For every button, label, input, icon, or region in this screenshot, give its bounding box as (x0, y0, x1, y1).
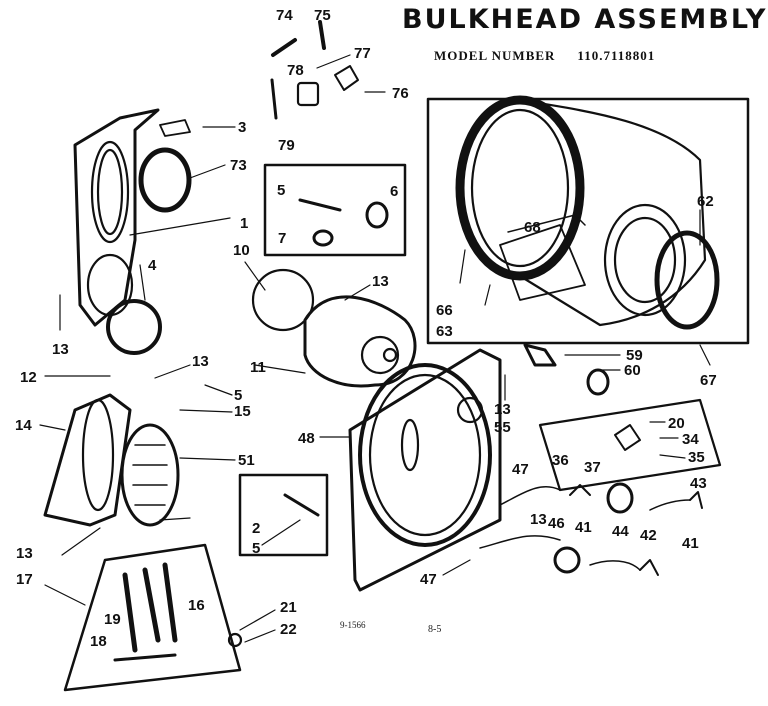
callout-label: 13 (192, 353, 209, 370)
callout-label: 59 (626, 347, 643, 364)
callout-numbers: 74 75 77 78 76 79 3 73 1 5 6 7 10 13 4 1… (15, 7, 717, 650)
callout-label: 6 (390, 183, 398, 200)
callout-label: 17 (16, 571, 33, 588)
callout-label: 36 (552, 452, 569, 469)
model-number-line: MODEL NUMBER 110.7118801 (434, 48, 677, 64)
callout-label: 78 (287, 62, 304, 79)
callout-label: 51 (238, 452, 255, 469)
callout-label: 43 (690, 475, 707, 492)
callout-label: 1 (240, 215, 248, 232)
callout-label: 60 (624, 362, 641, 379)
drawing-code: 9-1566 (340, 620, 366, 630)
rear-bulkhead (348, 348, 502, 592)
callout-label: 47 (420, 571, 437, 588)
callout-label: 68 (524, 219, 541, 236)
drum (455, 95, 707, 327)
small-parts-right (479, 343, 703, 576)
callout-label: 66 (436, 302, 453, 319)
callout-label: 2 (252, 520, 260, 537)
callout-label: 47 (512, 461, 529, 478)
callout-label: 41 (575, 519, 592, 536)
callout-label: 22 (280, 621, 297, 638)
callout-label: 13 (494, 401, 511, 418)
inset-parts-upper (298, 198, 389, 247)
blower-housing (251, 268, 417, 388)
callout-label: 46 (548, 515, 565, 532)
callout-label: 4 (148, 257, 157, 274)
drum-frame (426, 97, 750, 345)
thermostat-part (614, 424, 641, 451)
callout-label: 19 (104, 611, 121, 628)
callout-label: 15 (234, 403, 251, 420)
leader-lines (39, 54, 711, 643)
inset-box-lower (238, 473, 329, 557)
callout-label: 63 (436, 323, 453, 340)
callout-label: 34 (682, 431, 699, 448)
callout-label: 37 (584, 459, 601, 476)
inset-parts-lower (283, 493, 320, 517)
drum-seal-ring (654, 230, 720, 330)
callout-label: 13 (372, 273, 389, 290)
gasket-73 (138, 147, 192, 213)
callout-label: 18 (90, 633, 107, 650)
callout-label: 14 (15, 417, 32, 434)
callout-label: 42 (640, 527, 657, 544)
callout-label: 41 (682, 535, 699, 552)
callout-label: 67 (700, 372, 717, 389)
callout-label: 44 (612, 523, 629, 540)
callout-label: 10 (233, 242, 250, 259)
callout-label: 76 (392, 85, 409, 102)
callout-label: 13 (530, 511, 547, 528)
callout-label: 5 (277, 182, 285, 199)
callout-label: 5 (252, 540, 260, 557)
page-title: BULKHEAD ASSEMBLY (402, 4, 768, 35)
model-number-value: 110.7118801 (577, 48, 656, 63)
callout-label: 73 (230, 157, 247, 174)
thermostat-box (538, 398, 722, 492)
callout-label: 20 (668, 415, 685, 432)
callout-label: 74 (276, 7, 293, 24)
top-fasteners (159, 20, 359, 137)
callout-label: 12 (20, 369, 37, 386)
callout-label: 13 (16, 545, 33, 562)
callout-label: 7 (278, 230, 286, 247)
lint-filter-area (43, 393, 180, 527)
callout-label: 48 (298, 430, 315, 447)
callout-label: 5 (234, 387, 242, 404)
callout-label: 62 (697, 193, 714, 210)
callout-label: 79 (278, 137, 295, 154)
callout-label: 13 (52, 341, 69, 358)
model-number-label: MODEL NUMBER (434, 48, 556, 63)
callout-label: 21 (280, 599, 297, 616)
callout-label: 11 (250, 359, 266, 376)
callout-label: 77 (354, 45, 371, 62)
callout-label: 16 (188, 597, 205, 614)
page-code: 8-5 (428, 624, 442, 635)
callout-label: 3 (238, 119, 246, 136)
front-bulkhead (73, 108, 162, 355)
inset-box-upper (263, 163, 407, 257)
callout-label: 35 (688, 449, 705, 466)
callout-label: 55 (494, 419, 511, 436)
screw-21-22 (227, 632, 243, 648)
heater-assembly (63, 543, 242, 692)
callout-label: 75 (314, 7, 331, 24)
